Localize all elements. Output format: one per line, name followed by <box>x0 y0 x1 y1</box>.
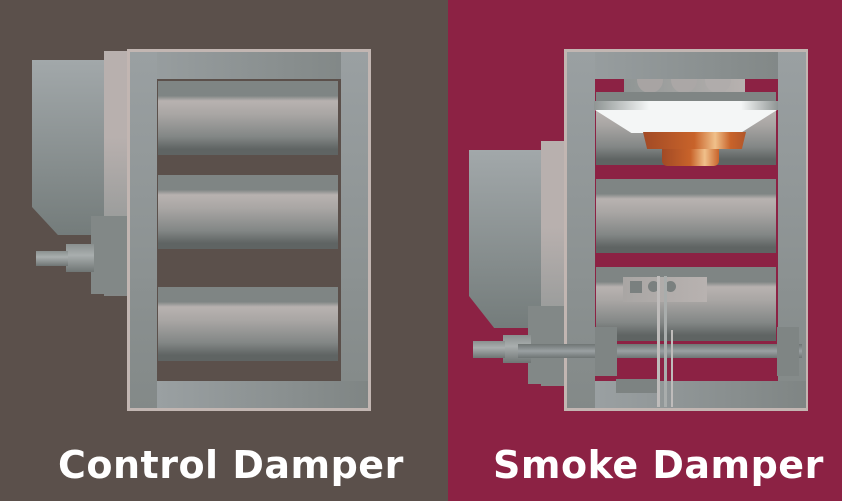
frame-bottom <box>157 381 368 408</box>
shaft-bearing-left <box>595 327 617 376</box>
linkage-rod-1 <box>657 276 660 407</box>
shaft-stub <box>473 341 505 358</box>
linkage-hole-1 <box>648 281 659 292</box>
sensor-dome-1 <box>637 79 663 93</box>
linkage-lower-bracket <box>616 379 660 393</box>
smoke-damper-label: Smoke Damper <box>493 443 824 487</box>
actuator-housing <box>469 150 543 328</box>
shaft-collar <box>66 244 94 272</box>
frame-left <box>130 52 157 408</box>
sensor-dome-2 <box>671 79 697 93</box>
sensor-dome-3 <box>705 79 731 93</box>
actuator-housing <box>32 60 106 235</box>
sensor-bar <box>594 101 778 110</box>
drive-shaft <box>518 344 802 358</box>
damper-blade-2 <box>596 179 776 253</box>
damper-blade-1 <box>158 81 338 155</box>
smoke-damper-panel: Smoke Damper <box>448 0 842 501</box>
shaft-bearing-right <box>777 327 799 376</box>
frame-right <box>341 52 368 408</box>
frame-top <box>567 52 805 79</box>
linkage-hole-2 <box>665 281 676 292</box>
control-damper-label: Control Damper <box>58 443 404 487</box>
linkage-rod-2 <box>664 276 667 407</box>
fusible-link-tip <box>662 149 719 166</box>
frame-top <box>130 52 368 79</box>
heat-cone <box>595 110 777 133</box>
shaft-stub <box>36 251 68 266</box>
fusible-link <box>643 132 746 149</box>
control-damper-panel: Control Damper <box>0 0 448 501</box>
linkage-bolt-1 <box>630 281 642 293</box>
damper-blade-2 <box>158 175 338 249</box>
actuator-coupling <box>91 216 131 294</box>
linkage-rod-3 <box>671 330 673 407</box>
damper-blade-3 <box>158 287 338 361</box>
